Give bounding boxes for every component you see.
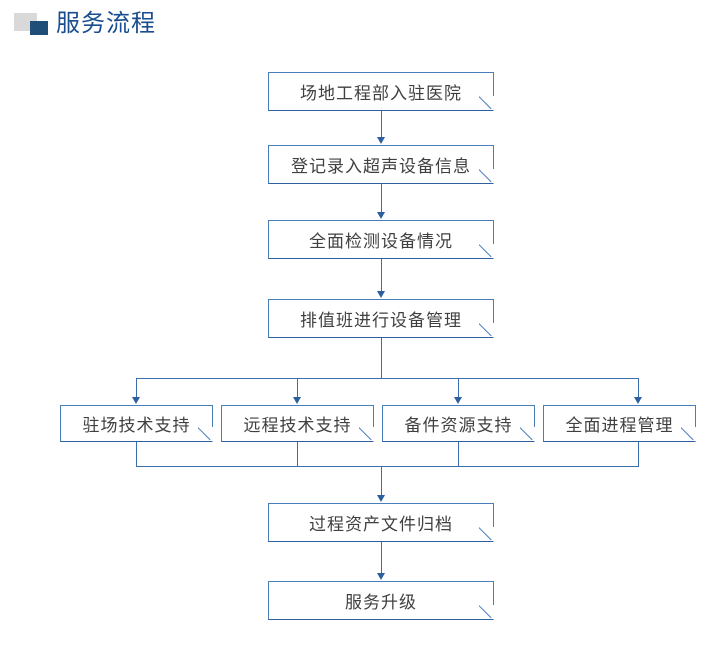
flow-node-main-4[interactable]: 排值班进行设备管理 xyxy=(268,299,494,338)
corner-fold-icon xyxy=(479,169,494,184)
flow-node-label: 远程技术支持 xyxy=(243,416,352,435)
flow-node-label: 过程资产文件归档 xyxy=(309,515,453,534)
connector-main-2-3 xyxy=(381,184,382,213)
connector-split-to-branch-4 xyxy=(638,378,639,398)
connector-branch-1-to-merge xyxy=(136,442,137,467)
arrowhead-icon xyxy=(634,397,642,404)
flow-node-branch-4[interactable]: 全面进程管理 xyxy=(543,405,696,442)
arrowhead-icon xyxy=(377,137,385,144)
flow-node-label: 全面进程管理 xyxy=(565,416,674,435)
arrowhead-icon xyxy=(377,212,385,219)
arrowhead-icon xyxy=(377,291,385,298)
corner-fold-icon xyxy=(198,427,213,442)
connector-merge-to-tail-1 xyxy=(381,466,382,496)
connector-branch-4-to-merge xyxy=(638,442,639,467)
flow-node-label: 场地工程部入驻医院 xyxy=(300,84,462,103)
flow-node-tail-2[interactable]: 服务升级 xyxy=(268,581,494,620)
corner-fold-icon xyxy=(479,323,494,338)
page-header: 服务流程 xyxy=(0,0,718,52)
header-marker-navy-square xyxy=(30,21,48,35)
flow-node-main-1[interactable]: 场地工程部入驻医院 xyxy=(268,72,494,111)
flow-node-branch-1[interactable]: 驻场技术支持 xyxy=(60,405,213,442)
flow-node-tail-1[interactable]: 过程资产文件归档 xyxy=(268,503,494,542)
connector-branch-2-to-merge xyxy=(297,442,298,467)
corner-fold-icon xyxy=(479,527,494,542)
corner-fold-icon xyxy=(479,244,494,259)
flow-node-branch-2[interactable]: 远程技术支持 xyxy=(221,405,374,442)
corner-fold-icon xyxy=(681,427,696,442)
page-title: 服务流程 xyxy=(56,10,156,37)
branch-split-bus xyxy=(136,378,638,379)
corner-fold-icon xyxy=(479,605,494,620)
flow-node-main-3[interactable]: 全面检测设备情况 xyxy=(268,220,494,259)
branch-merge-bus xyxy=(136,466,638,467)
flow-node-main-2[interactable]: 登记录入超声设备信息 xyxy=(268,145,494,184)
corner-fold-icon xyxy=(520,427,535,442)
arrowhead-icon xyxy=(377,495,385,502)
arrowhead-icon xyxy=(454,397,462,404)
connector-branch-3-to-merge xyxy=(458,442,459,467)
connector-split-to-branch-1 xyxy=(136,378,137,398)
corner-fold-icon xyxy=(359,427,374,442)
flow-node-branch-3[interactable]: 备件资源支持 xyxy=(382,405,535,442)
arrowhead-icon xyxy=(293,397,301,404)
flow-node-label: 备件资源支持 xyxy=(404,416,513,435)
flow-node-label: 排值班进行设备管理 xyxy=(300,311,462,330)
connector-split-to-branch-3 xyxy=(458,378,459,398)
connector-main-3-4 xyxy=(381,259,382,292)
connector-main-1-2 xyxy=(381,111,382,138)
flow-node-label: 登记录入超声设备信息 xyxy=(291,157,471,176)
arrowhead-icon xyxy=(132,397,140,404)
flow-node-label: 驻场技术支持 xyxy=(82,416,191,435)
connector-tail-1-2 xyxy=(381,542,382,574)
connector-split-to-branch-2 xyxy=(297,378,298,398)
arrowhead-icon xyxy=(377,573,385,580)
flow-node-label: 服务升级 xyxy=(345,593,417,612)
corner-fold-icon xyxy=(479,96,494,111)
flow-node-label: 全面检测设备情况 xyxy=(309,232,453,251)
connector-main-4-to-split xyxy=(381,338,382,378)
